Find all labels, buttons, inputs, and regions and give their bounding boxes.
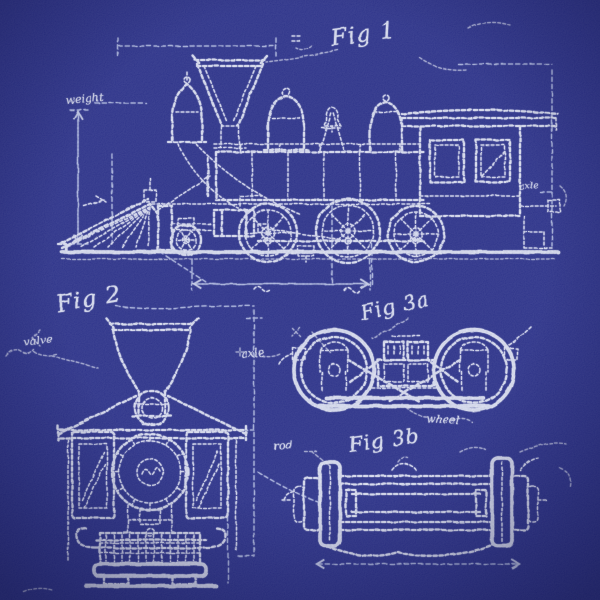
- blueprint-embroidery-panel: Fig 1 weight axle: [0, 0, 600, 600]
- locomotive-blueprint-drawing: Fig 1 weight axle: [0, 0, 600, 600]
- vignette: [0, 0, 600, 600]
